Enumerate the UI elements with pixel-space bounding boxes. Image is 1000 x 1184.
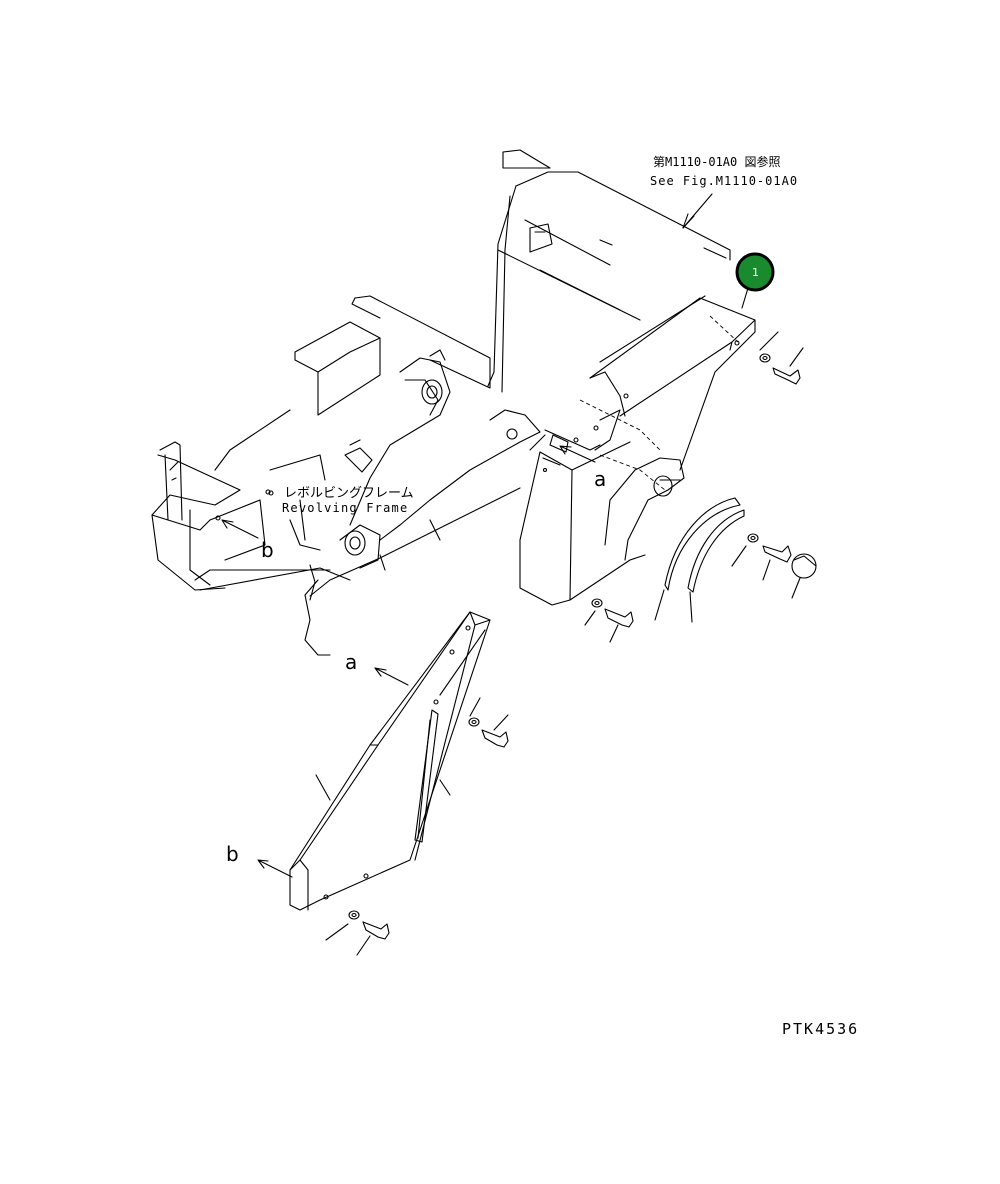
part-callout-badge[interactable]	[735, 252, 775, 292]
arrow-b-lower	[257, 859, 293, 878]
bolt-washer-set-lower-bottom	[325, 910, 390, 956]
revolving-frame	[151, 295, 541, 656]
bolt-washer-set-right-mid	[731, 533, 792, 581]
rubber-cap	[791, 553, 817, 599]
figure-code: PTK4536	[782, 1020, 859, 1038]
frame-label-japanese: レボルビングフレーム	[284, 486, 414, 501]
arrow-b-upper	[221, 519, 259, 539]
curved-seal-strips	[654, 497, 745, 623]
view-marker-a-upper: a	[594, 467, 606, 491]
arrow-a-upper	[559, 445, 596, 463]
lower-cover-plate	[289, 611, 491, 911]
bolt-washer-set-center	[584, 598, 634, 643]
callout-leader-line	[741, 287, 749, 309]
bolt-washer-set-lower-mid	[468, 697, 509, 748]
arrow-a-lower	[374, 667, 409, 686]
view-marker-b-lower: b	[226, 842, 239, 866]
main-box-cover	[519, 295, 756, 606]
reference-note-japanese: 第M1110-01A0 図参照	[653, 154, 780, 169]
view-marker-a-lower: a	[345, 650, 357, 674]
reference-note-english: See Fig.M1110-01A0	[650, 174, 798, 188]
part-callout-number: 1	[752, 266, 759, 279]
bolt-washer-set-right-top	[759, 331, 804, 385]
frame-label-english: Revolving Frame	[282, 501, 408, 515]
upper-cover-panel	[487, 149, 731, 393]
reference-arrow-head	[682, 213, 695, 229]
frame-label-bullet	[268, 490, 274, 496]
view-marker-b-upper: b	[261, 538, 274, 562]
callout-leader-line-2	[703, 247, 727, 259]
